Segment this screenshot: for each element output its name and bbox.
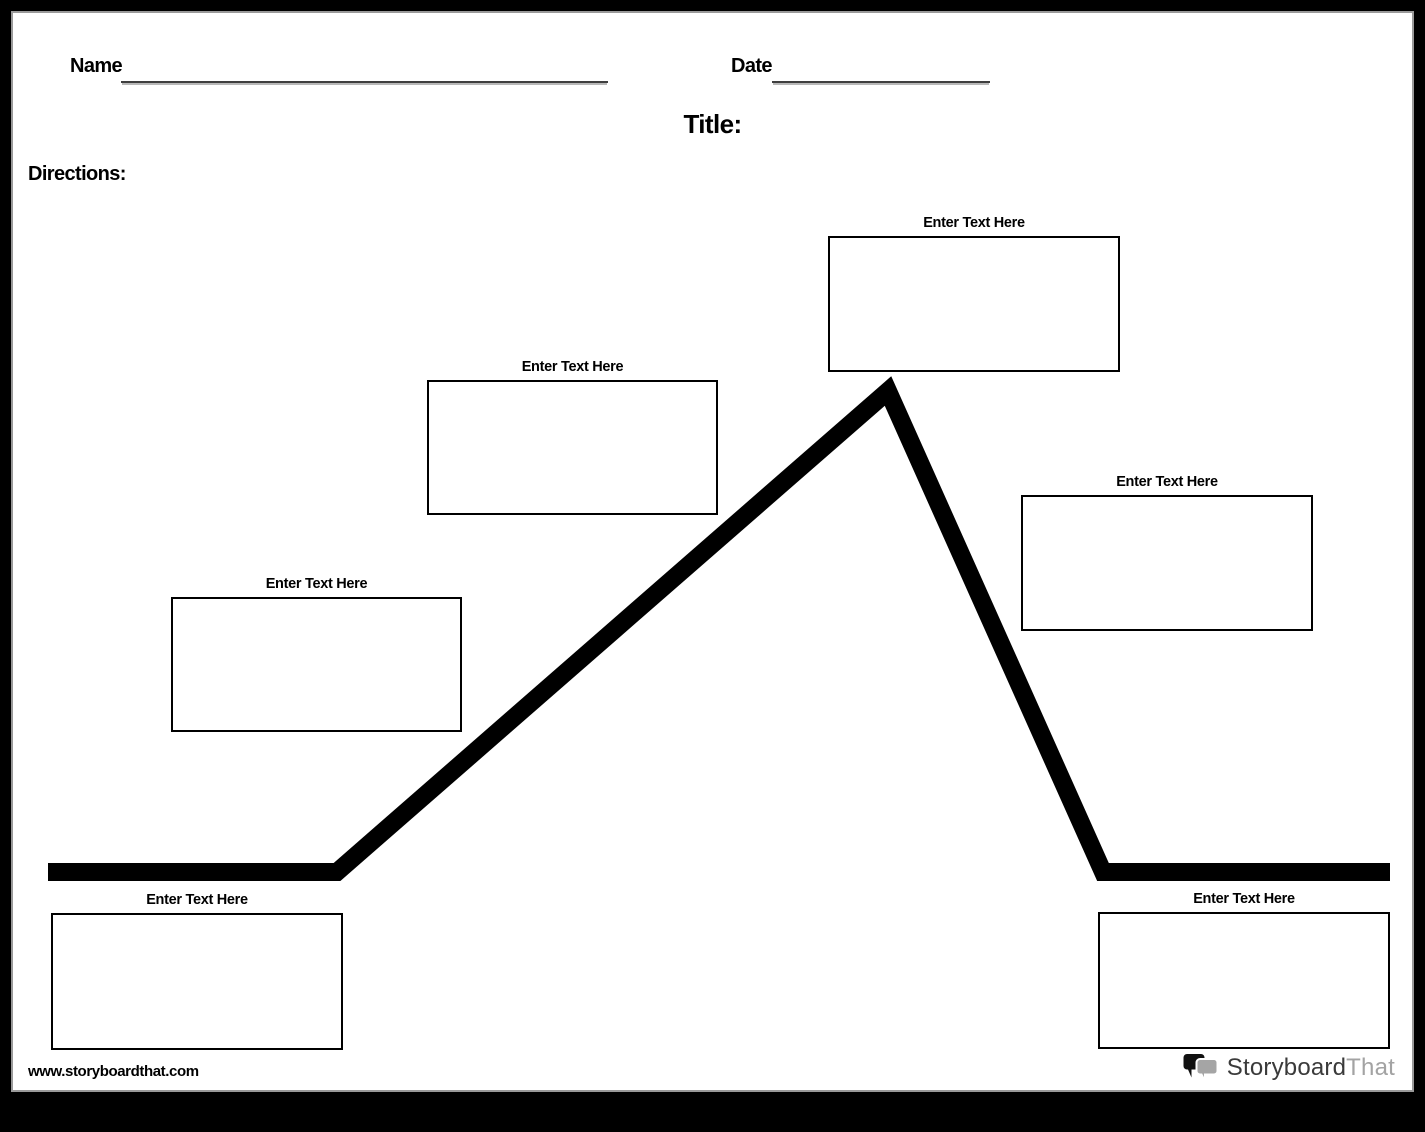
resolution-text-area[interactable]	[1098, 912, 1390, 1049]
text-box-label: Enter Text Here	[265, 576, 368, 592]
speech-bubbles-icon	[1183, 1054, 1219, 1082]
text-box-label: Enter Text Here	[146, 892, 248, 908]
climax-text-area[interactable]	[828, 236, 1120, 372]
text-box-label: Enter Text Here	[1116, 474, 1218, 490]
text-box-resolution: Enter Text Here	[1098, 891, 1390, 1049]
title-label: Title:	[683, 109, 742, 139]
rising-action-1-text-area[interactable]	[171, 597, 462, 732]
date-label: Date	[731, 55, 773, 77]
text-box-rising-action-2: Enter Text Here	[427, 359, 718, 515]
storyboardthat-logo: StoryboardThat	[1183, 1053, 1395, 1083]
text-box-label: Enter Text Here	[1193, 891, 1295, 907]
text-box-falling-action: Enter Text Here	[1021, 474, 1313, 631]
name-label: Name	[70, 55, 123, 77]
falling-action-text-area[interactable]	[1021, 495, 1313, 631]
exposition-text-area[interactable]	[51, 913, 343, 1050]
text-box-label: Enter Text Here	[521, 359, 624, 375]
worksheet-page: Name Date Title: Directions: Enter Text …	[13, 13, 1412, 1090]
name-fill-in-line[interactable]	[121, 57, 608, 83]
logo-text-primary: Storyboard	[1226, 1054, 1347, 1081]
date-fill-in-line[interactable]	[772, 57, 990, 83]
directions-label: Directions:	[28, 163, 126, 185]
text-box-rising-action-1: Enter Text Here	[171, 576, 462, 732]
rising-action-2-text-area[interactable]	[427, 380, 718, 515]
text-box-exposition: Enter Text Here	[51, 892, 343, 1050]
logo-wordmark: StoryboardThat	[1227, 1054, 1395, 1082]
logo-text-secondary: That	[1346, 1054, 1395, 1081]
text-box-label: Enter Text Here	[923, 215, 1025, 231]
website-url-text: www.storyboardthat.com	[28, 1063, 199, 1080]
text-box-climax: Enter Text Here	[828, 215, 1120, 372]
